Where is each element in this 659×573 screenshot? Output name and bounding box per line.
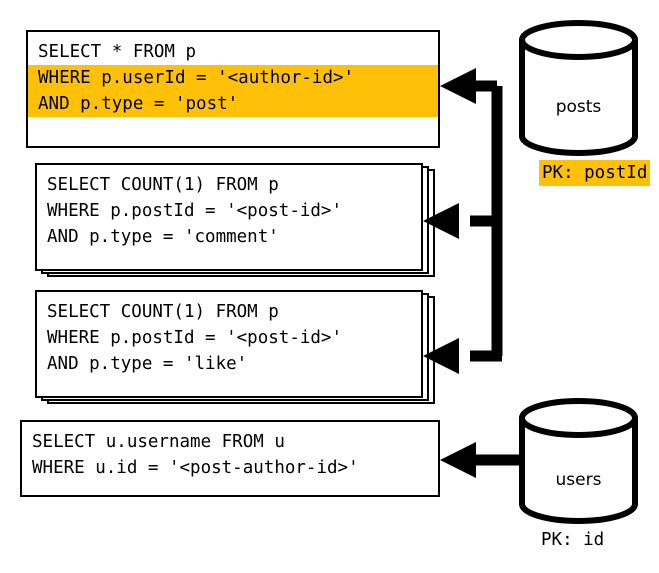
query-line-highlighted: WHERE p.userId = '<author-id>' xyxy=(28,65,438,91)
database-cylinder-users: users xyxy=(516,396,641,526)
query-box-comment-count: SELECT COUNT(1) FROM p WHERE p.postId = … xyxy=(35,163,423,271)
primary-key-label-posts: PK: postId xyxy=(539,160,651,186)
query-box-posts-by-author: SELECT * FROM p WHERE p.userId = '<autho… xyxy=(26,30,440,148)
query-line-highlighted: AND p.type = 'post' xyxy=(28,91,438,117)
primary-key-label-users: PK: id xyxy=(541,530,605,550)
query-line: SELECT * FROM p xyxy=(38,42,197,62)
arrowhead-posts-by-author xyxy=(440,68,476,104)
query-line: WHERE p.postId = '<post-id>' xyxy=(47,328,343,348)
query-line: AND p.type = 'comment' xyxy=(47,227,279,247)
cylinder-shape-icon xyxy=(519,20,638,156)
database-cylinder-posts: posts xyxy=(516,18,641,158)
query-line: WHERE u.id = '<post-author-id>' xyxy=(32,458,359,478)
cylinder-shape-icon xyxy=(519,398,638,524)
query-box-like-count: SELECT COUNT(1) FROM p WHERE p.postId = … xyxy=(35,290,423,398)
query-line: SELECT u.username FROM u xyxy=(32,432,285,452)
query-line: AND p.type = 'like' xyxy=(47,354,248,374)
arrowhead-author-username xyxy=(440,442,476,478)
query-line: SELECT COUNT(1) FROM p xyxy=(47,175,279,195)
query-line: WHERE p.postId = '<post-id>' xyxy=(47,201,343,221)
query-box-author-username: SELECT u.username FROM u WHERE u.id = '<… xyxy=(20,420,440,497)
query-line: SELECT COUNT(1) FROM p xyxy=(47,302,279,322)
